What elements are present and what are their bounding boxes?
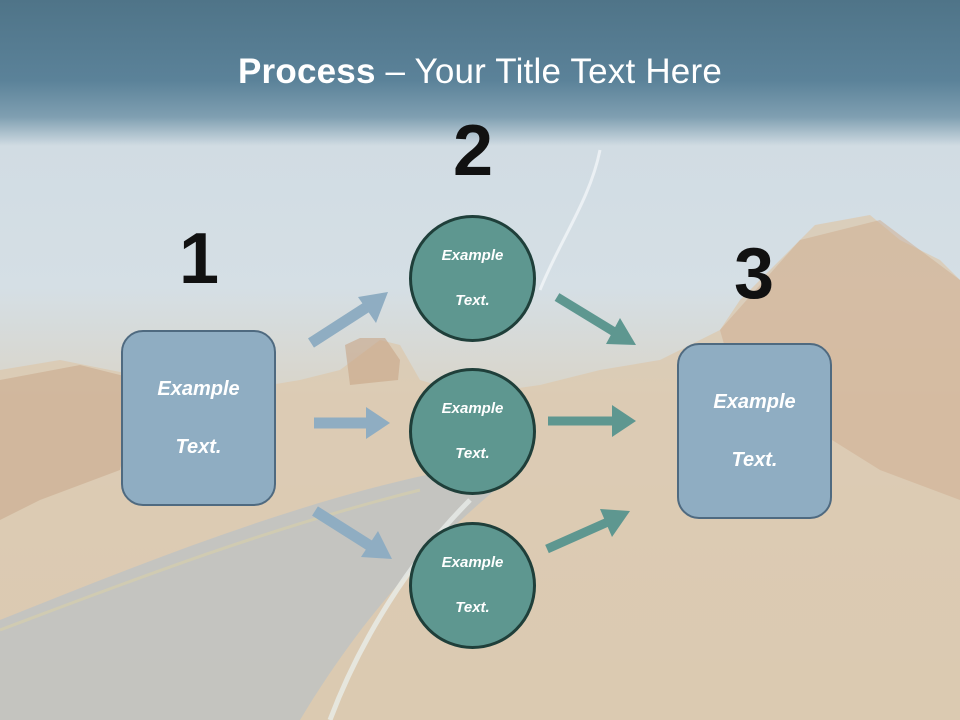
right-box-line1: Example bbox=[713, 390, 796, 413]
step-number-1: 1 bbox=[178, 219, 220, 299]
title-banner bbox=[0, 0, 960, 146]
step-number-2: 2 bbox=[452, 111, 494, 191]
step-number-3: 3 bbox=[733, 234, 775, 314]
title-bold: Process bbox=[238, 52, 376, 91]
arrow-left-middle bbox=[314, 407, 390, 439]
circle-middle-line1: Example bbox=[441, 399, 504, 417]
circle-top-line1: Example bbox=[441, 246, 504, 264]
arrow-right-middle bbox=[548, 405, 636, 437]
arrow-left-bottom bbox=[312, 506, 392, 559]
left-box-line1: Example bbox=[157, 377, 240, 400]
arrow-left-top bbox=[308, 292, 388, 348]
title-rest: – Your Title Text Here bbox=[375, 52, 722, 91]
arrow-right-bottom bbox=[545, 509, 630, 554]
circle-middle-line2: Text. bbox=[455, 444, 490, 462]
slide-title: Process – Your Title Text Here bbox=[0, 52, 960, 92]
right-box-line2: Text. bbox=[731, 448, 778, 471]
circle-bottom-line2: Text. bbox=[455, 598, 490, 616]
circle-top-line2: Text. bbox=[455, 291, 490, 309]
circle-bottom-line1: Example bbox=[441, 553, 504, 571]
arrow-right-top bbox=[554, 293, 636, 345]
left-box-line2: Text. bbox=[175, 435, 222, 458]
